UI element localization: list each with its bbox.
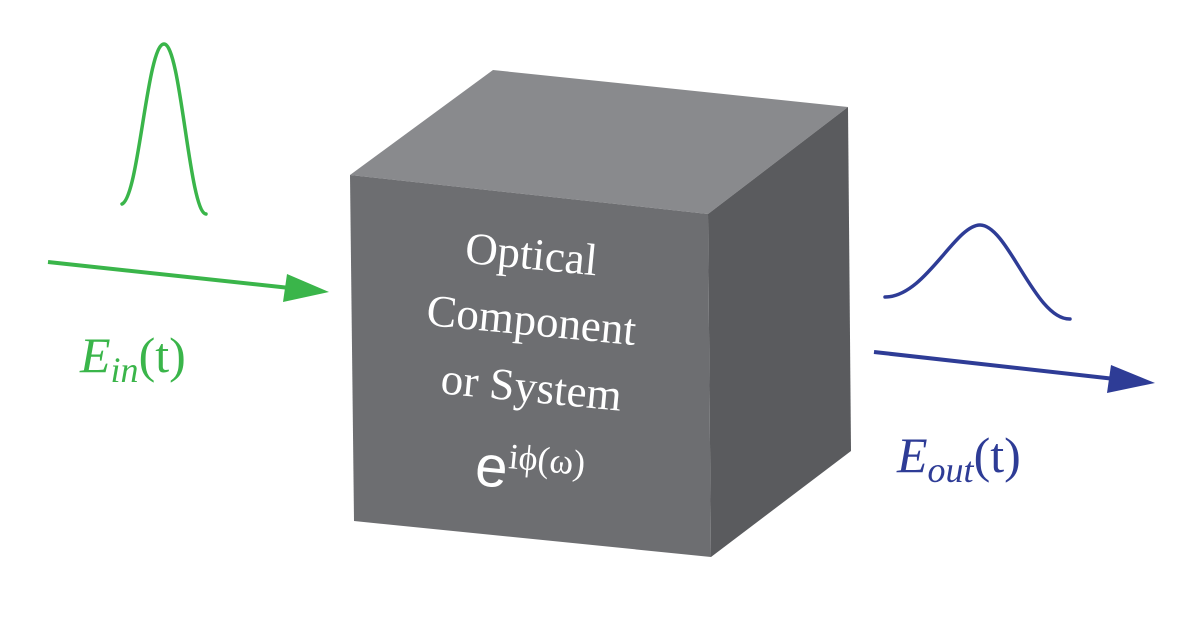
output-arrow-shaft (873, 350, 1116, 381)
input-field-label: Ein(t) (79, 327, 186, 390)
cube-front-face (350, 175, 711, 557)
input-arrow-shaft (47, 260, 291, 290)
output-field-label: Eout(t) (896, 427, 1021, 490)
output-signal: Eout(t) (873, 223, 1155, 490)
cube-side-face (708, 107, 851, 557)
arrow-right-icon (1107, 365, 1155, 393)
arrow-right-icon (283, 274, 329, 302)
transfer-base: e (473, 433, 511, 501)
optical-component-cube: Optical Component or System eiϕ(ω) (350, 70, 851, 557)
transfer-exponent: iϕ(ω) (507, 436, 587, 483)
input-pulse (120, 42, 208, 216)
transfer-function: eiϕ(ω) (473, 433, 588, 508)
cube-top-face (350, 70, 848, 214)
output-pulse (883, 223, 1072, 321)
input-signal: Ein(t) (47, 42, 329, 390)
